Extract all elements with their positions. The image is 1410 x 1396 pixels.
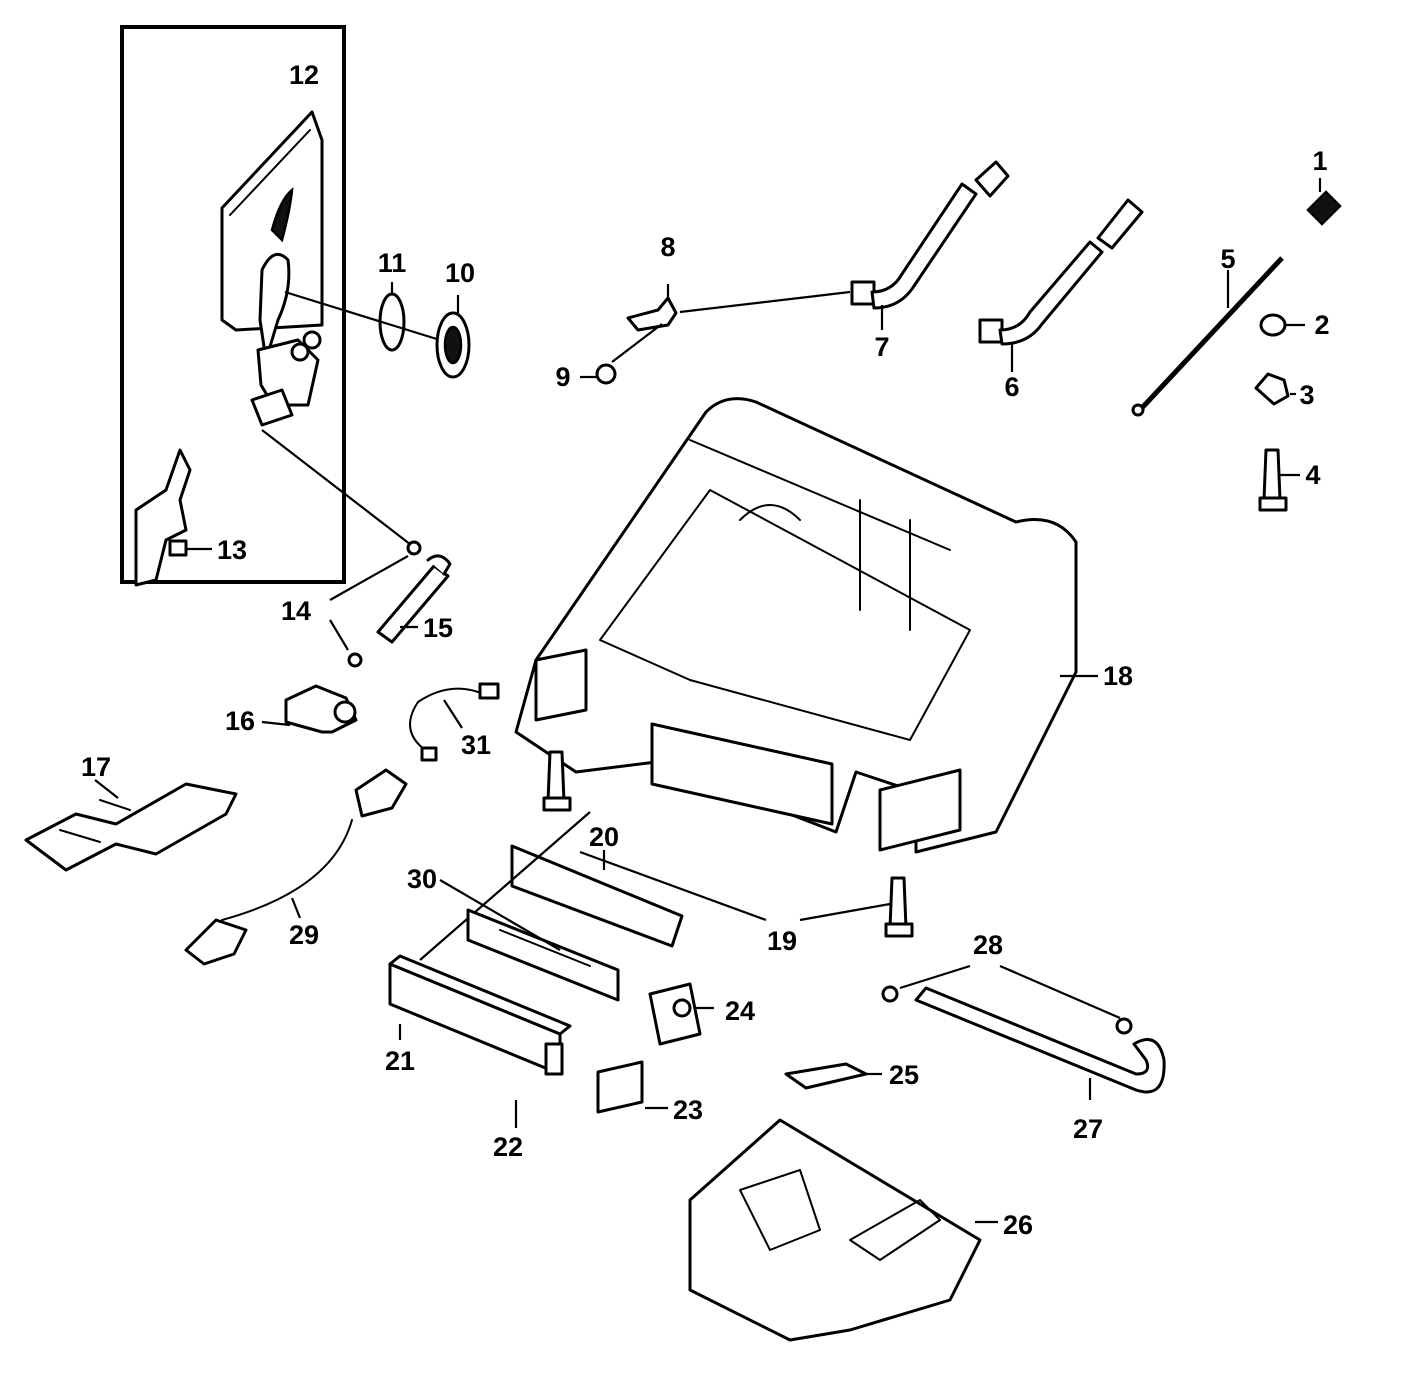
label-14: 14 xyxy=(281,596,311,626)
label-2: 2 xyxy=(1314,310,1329,340)
label-16: 16 xyxy=(225,706,255,736)
label-13: 13 xyxy=(217,535,247,565)
label-23: 23 xyxy=(673,1095,703,1125)
label-11: 11 xyxy=(378,248,407,278)
part-24-bracket xyxy=(648,982,714,1046)
part-8-bracket xyxy=(611,284,851,363)
label-31: 31 xyxy=(461,730,491,760)
part-11-o-ring xyxy=(284,282,441,352)
part-18-base-frame xyxy=(514,397,1098,854)
part-5-rod xyxy=(1131,256,1284,417)
label-27: 27 xyxy=(1073,1114,1103,1144)
part-15-hose xyxy=(376,554,452,644)
label-18: 18 xyxy=(1103,661,1133,691)
part-10-gear xyxy=(435,295,471,379)
part-3-clip xyxy=(1254,372,1296,406)
part-7-hose xyxy=(850,160,1010,330)
part-16-valve xyxy=(261,684,358,734)
label-8: 8 xyxy=(660,232,675,262)
label-9: 9 xyxy=(555,362,570,392)
part-20-cover xyxy=(419,811,684,961)
part-22-end-cap xyxy=(514,1042,564,1128)
part-1-nozzle xyxy=(1306,178,1342,226)
part-4-screw xyxy=(1258,448,1300,512)
part-28-clamps xyxy=(881,964,1133,1035)
label-26: 26 xyxy=(1003,1210,1033,1240)
part-14-clamps xyxy=(329,540,422,668)
label-5: 5 xyxy=(1220,244,1235,274)
label-3: 3 xyxy=(1299,380,1314,410)
label-15: 15 xyxy=(423,613,453,643)
part-19-screws xyxy=(542,750,914,938)
label-19: 19 xyxy=(767,926,797,956)
inset-box xyxy=(120,25,346,584)
part-25-pump-bracket xyxy=(784,1062,882,1090)
label-4: 4 xyxy=(1305,460,1320,490)
label-29: 29 xyxy=(289,920,319,950)
label-7: 7 xyxy=(874,332,889,362)
label-6: 6 xyxy=(1004,372,1019,402)
label-20: 20 xyxy=(589,822,619,852)
label-25: 25 xyxy=(889,1060,919,1090)
part-26-tub-base xyxy=(688,1118,998,1342)
part-27-drain-hose xyxy=(914,986,1166,1100)
part-13-switch xyxy=(134,448,212,587)
label-12: 12 xyxy=(289,60,319,90)
part-23-box xyxy=(596,1060,668,1114)
label-24: 24 xyxy=(725,996,755,1026)
part-12-bracket xyxy=(220,110,416,549)
part-29-harness xyxy=(184,768,408,966)
part-31-harness xyxy=(409,682,500,762)
label-28: 28 xyxy=(973,930,1003,960)
part-17-heater xyxy=(24,779,238,872)
part-30-circuit-board xyxy=(439,879,620,1002)
part-2-nut xyxy=(1259,313,1305,337)
label-30: 30 xyxy=(407,864,437,894)
part-21-panel xyxy=(388,954,572,1076)
label-10: 10 xyxy=(445,258,475,288)
label-21: 21 xyxy=(385,1046,415,1076)
label-1: 1 xyxy=(1312,146,1327,176)
label-22: 22 xyxy=(493,1132,523,1162)
label-17: 17 xyxy=(81,752,111,782)
part-9-clamp xyxy=(580,363,617,385)
part-6-hose xyxy=(978,198,1144,372)
